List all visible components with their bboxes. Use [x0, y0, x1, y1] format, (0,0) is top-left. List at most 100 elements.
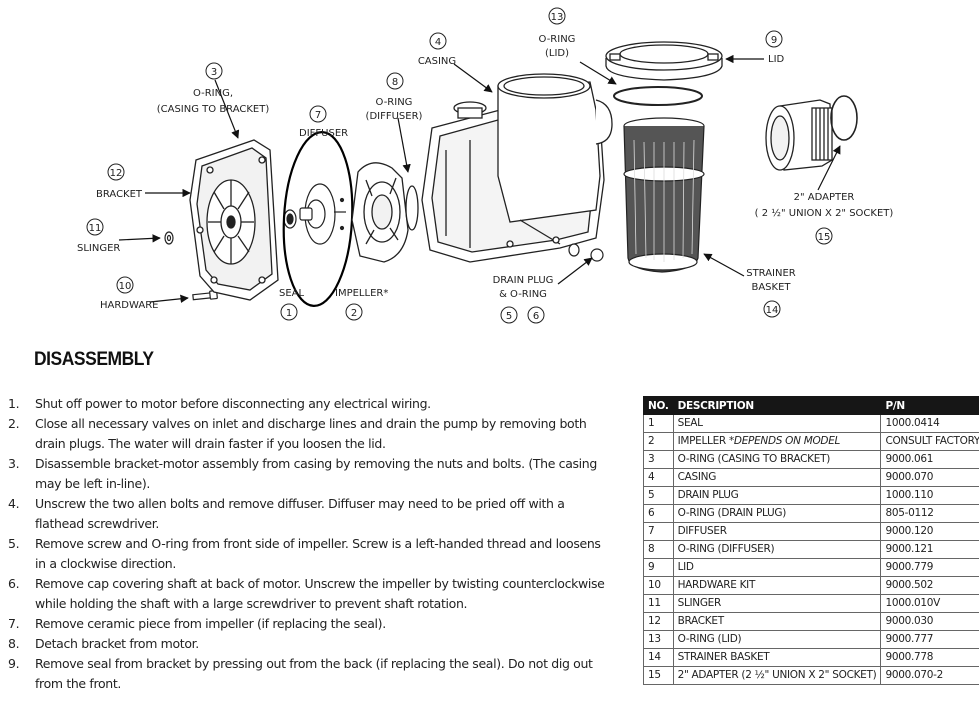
callout-3: [205, 62, 223, 80]
adapter-part: [765, 95, 858, 171]
cell-no: 10: [643, 576, 674, 595]
callout-5: [500, 306, 518, 324]
cell-description: STRAINER BASKET: [672, 648, 882, 667]
strainer-basket-part: [623, 117, 705, 273]
cell-pn: 9000.502: [880, 576, 979, 595]
label-oring-diffuser-l1: O-RING: [376, 97, 413, 108]
instruction-step: 9.Remove seal from bracket by pressing o…: [8, 654, 608, 694]
step-number: 7.: [8, 616, 20, 631]
label-adapter-l2: ( 2 ½" UNION X 2" SOCKET): [755, 207, 894, 219]
header-no: NO.: [643, 396, 674, 415]
cell-description: HARDWARE KIT: [672, 576, 882, 595]
cell-pn: 9000.779: [880, 558, 979, 577]
cell-pn: 1000.0414: [880, 414, 979, 433]
callout-6-text: 6: [533, 311, 539, 322]
cell-no: 6: [643, 504, 674, 523]
callout-13: [548, 7, 566, 25]
section-heading: DISASSEMBLY: [34, 349, 154, 370]
cell-no: 12: [643, 612, 674, 631]
cell-pn: 9000.061: [880, 450, 979, 469]
callout-15-text: 15: [818, 232, 831, 243]
exploded-pump-diagram: O-RING, (CASING TO BRACKET) BRACKET SLIN…: [77, 7, 894, 324]
cell-pn: 9000.777: [880, 630, 979, 649]
cell-no: 2: [643, 432, 674, 451]
callout-10: [116, 276, 134, 294]
step-text: Shut off power to motor before disconnec…: [35, 396, 431, 411]
seal-part: [283, 209, 297, 229]
cell-pn: 9000.120: [880, 522, 979, 541]
cell-description: IMPELLER *DEPENDS ON MODEL: [672, 432, 882, 451]
callout-9-text: 9: [771, 35, 777, 46]
label-strainer-l1: STRAINER: [746, 268, 796, 279]
cell-no: 14: [643, 648, 674, 667]
instruction-step: 8.Detach bracket from motor.: [8, 634, 608, 654]
cell-description: BRACKET: [672, 612, 882, 631]
callout-3-text: 3: [211, 67, 217, 78]
drain-plug-part: [568, 243, 604, 262]
cell-no: 15: [643, 666, 674, 685]
callout-14-text: 14: [766, 305, 779, 316]
callout-8: [386, 72, 404, 90]
callout-7: [309, 105, 327, 123]
step-number: 4.: [8, 496, 20, 511]
header-pn: P/N: [880, 396, 979, 415]
cell-pn: 9000.070-2: [880, 666, 979, 685]
label-lid: LID: [768, 54, 785, 65]
step-number: 8.: [8, 636, 20, 651]
cell-pn: 9000.778: [880, 648, 979, 667]
callout-12: [107, 163, 125, 181]
label-adapter-l1: 2" ADAPTER: [794, 192, 855, 203]
callout-12-text: 12: [110, 168, 123, 179]
label-diffuser-top: DIFFUSER: [299, 128, 348, 139]
cell-description: SEAL: [672, 414, 882, 433]
label-oring-casing-l2: (CASING TO BRACKET): [157, 104, 270, 115]
step-text: Disassemble bracket-motor assembly from …: [35, 456, 597, 491]
callout-4: [429, 32, 447, 50]
label-slinger: SLINGER: [77, 243, 120, 254]
label-strainer-l2: BASKET: [751, 282, 791, 293]
diffuser-part: [351, 162, 419, 263]
slinger-part: [164, 231, 174, 245]
callout-9: [765, 30, 783, 48]
instruction-step: 4.Unscrew the two allen bolts and remove…: [8, 494, 608, 534]
cell-pn: 1000.110: [880, 486, 979, 505]
cell-no: 9: [643, 558, 674, 577]
instruction-step: 2.Close all necessary valves on inlet an…: [8, 414, 608, 454]
callout-14: [763, 300, 781, 318]
cell-description: DIFFUSER: [672, 522, 882, 541]
header-description: DESCRIPTION: [672, 396, 882, 415]
callout-6: [527, 306, 545, 324]
label-casing: CASING: [418, 56, 456, 67]
step-text: Close all necessary valves on inlet and …: [35, 416, 587, 451]
cell-description: CASING: [672, 468, 882, 487]
instruction-step: 7. Remove ceramic piece from impeller (if…: [8, 614, 608, 634]
cell-no: 8: [643, 540, 674, 559]
callout-1-text: 1: [286, 308, 292, 319]
instruction-step: 3.Disassemble bracket-motor assembly fro…: [8, 454, 608, 494]
cell-pn: 9000.030: [880, 612, 979, 631]
lid-oring-part: [613, 86, 703, 106]
cell-pn: 9000.121: [880, 540, 979, 559]
instruction-step: 1.Shut off power to motor before disconn…: [8, 394, 608, 414]
step-text: Remove cap covering shaft at back of mot…: [35, 576, 605, 611]
impeller-part: [299, 183, 346, 245]
cell-description: LID: [672, 558, 882, 577]
callout-4-text: 4: [435, 37, 441, 48]
callout-13-text: 13: [551, 12, 564, 23]
callout-7-text: 7: [315, 110, 321, 121]
step-text: Remove ceramic piece from impeller (if r…: [35, 616, 386, 631]
callout-15: [815, 227, 833, 245]
callout-1: [280, 303, 298, 321]
casing-part: [421, 73, 613, 263]
step-text: Remove seal from bracket by pressing out…: [35, 656, 593, 691]
cell-no: 1: [643, 414, 674, 433]
cell-no: 7: [643, 522, 674, 541]
